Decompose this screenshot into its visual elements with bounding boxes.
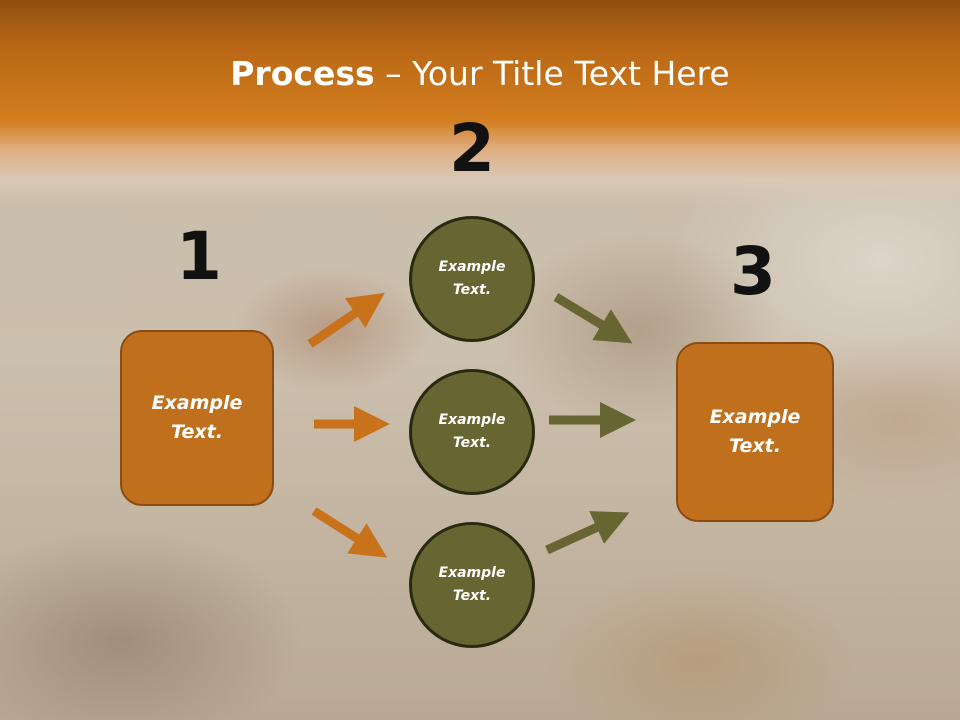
- title-bold-part: Process: [230, 54, 375, 93]
- arrow-left-to-top: [307, 292, 385, 348]
- circle-middle-text: Example Text.: [438, 412, 506, 451]
- step-number-2: 2: [449, 110, 495, 187]
- circle-top-text: Example Text.: [438, 259, 506, 298]
- circle-top[interactable]: Example Text.: [409, 216, 535, 342]
- step-number-1: 1: [176, 218, 222, 295]
- right-text-box[interactable]: Example Text.: [676, 342, 834, 522]
- circle-middle[interactable]: Example Text.: [409, 369, 535, 495]
- right-box-text: Example Text.: [709, 406, 801, 457]
- slide-title[interactable]: Process – Your Title Text Here: [0, 52, 960, 96]
- step-number-3: 3: [730, 233, 776, 310]
- header-band: [0, 0, 960, 205]
- arrow-left-to-bottom: [311, 507, 388, 558]
- left-box-text: Example Text.: [151, 392, 243, 443]
- circle-bottom-text: Example Text.: [438, 565, 506, 604]
- left-text-box[interactable]: Example Text.: [120, 330, 274, 506]
- title-rest-part: – Your Title Text Here: [374, 54, 730, 93]
- arrow-bottom-to-right: [545, 511, 630, 555]
- arrow-top-to-right: [553, 293, 633, 344]
- circle-bottom[interactable]: Example Text.: [409, 522, 535, 648]
